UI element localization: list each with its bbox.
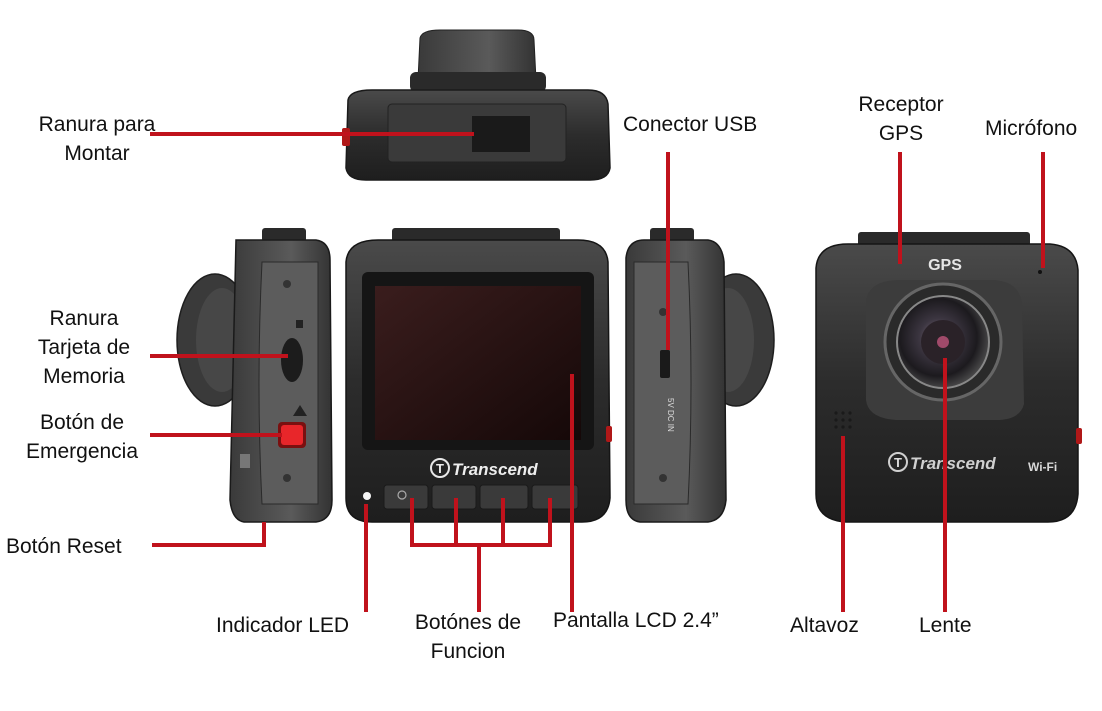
port-label: 5V DC IN xyxy=(666,398,675,432)
memory-card-label-line2: Tarjeta de xyxy=(37,336,131,359)
gps-receiver-label: Receptor GPS xyxy=(846,90,956,148)
mount-slot-label-line1: Ranura para xyxy=(38,113,156,136)
reset-button-label: Botón Reset xyxy=(6,535,122,558)
svg-text:T: T xyxy=(894,455,902,470)
usb-port xyxy=(660,350,670,378)
function-buttons-label: Botónes de Funcion xyxy=(398,608,538,666)
lcd-screen-label: Pantalla LCD 2.4” xyxy=(553,609,719,632)
function-buttons xyxy=(383,484,579,510)
right-side-view: 5V DC IN xyxy=(606,228,775,523)
memory-card-label-line3: Memoria xyxy=(43,365,125,388)
led-indicator-label: Indicador LED xyxy=(216,614,350,637)
reset-button-line xyxy=(152,522,266,547)
emergency-label-line2: Emergencia xyxy=(25,440,139,463)
usb-connector-label: Conector USB xyxy=(623,113,758,136)
left-side-view xyxy=(176,228,333,523)
speaker-grille xyxy=(834,411,852,429)
emergency-label-line1: Botón de xyxy=(39,411,125,434)
mount-slot-label: Ranura para Montar xyxy=(26,110,168,168)
memory-card-slot-label: Ranura Tarjeta de Memoria xyxy=(14,304,154,391)
gps-receiver-label-line2: GPS xyxy=(878,122,924,145)
callout-lines xyxy=(150,132,1045,612)
speaker-label: Altavoz xyxy=(790,614,859,637)
front-lcd-view: T Transcend xyxy=(345,228,611,523)
gps-mark: GPS xyxy=(928,257,962,274)
mount-slot-label-line2: Montar xyxy=(64,142,130,165)
brand-logo-back: Transcend xyxy=(910,454,996,473)
lcd-screen xyxy=(375,286,581,440)
gps-receiver-label-line1: Receptor xyxy=(858,93,944,116)
wifi-mark: Wi-Fi xyxy=(1028,460,1057,474)
top-view xyxy=(342,29,611,181)
lens-label: Lente xyxy=(919,614,972,637)
led-indicator xyxy=(363,492,371,500)
microphone-hole xyxy=(1038,270,1042,274)
back-view: GPS T Transcend Wi-Fi xyxy=(815,232,1082,523)
svg-text:T: T xyxy=(436,461,444,476)
memory-card-label-line1: Ranura xyxy=(49,307,119,330)
brand-logo-front: Transcend xyxy=(452,460,538,479)
function-buttons-label-line1: Botónes de xyxy=(414,611,522,634)
function-buttons-label-line2: Funcion xyxy=(430,640,506,663)
emergency-button-label: Botón de Emergencia xyxy=(12,408,152,466)
microphone-label: Micrófono xyxy=(985,117,1078,140)
emergency-button xyxy=(281,425,303,445)
